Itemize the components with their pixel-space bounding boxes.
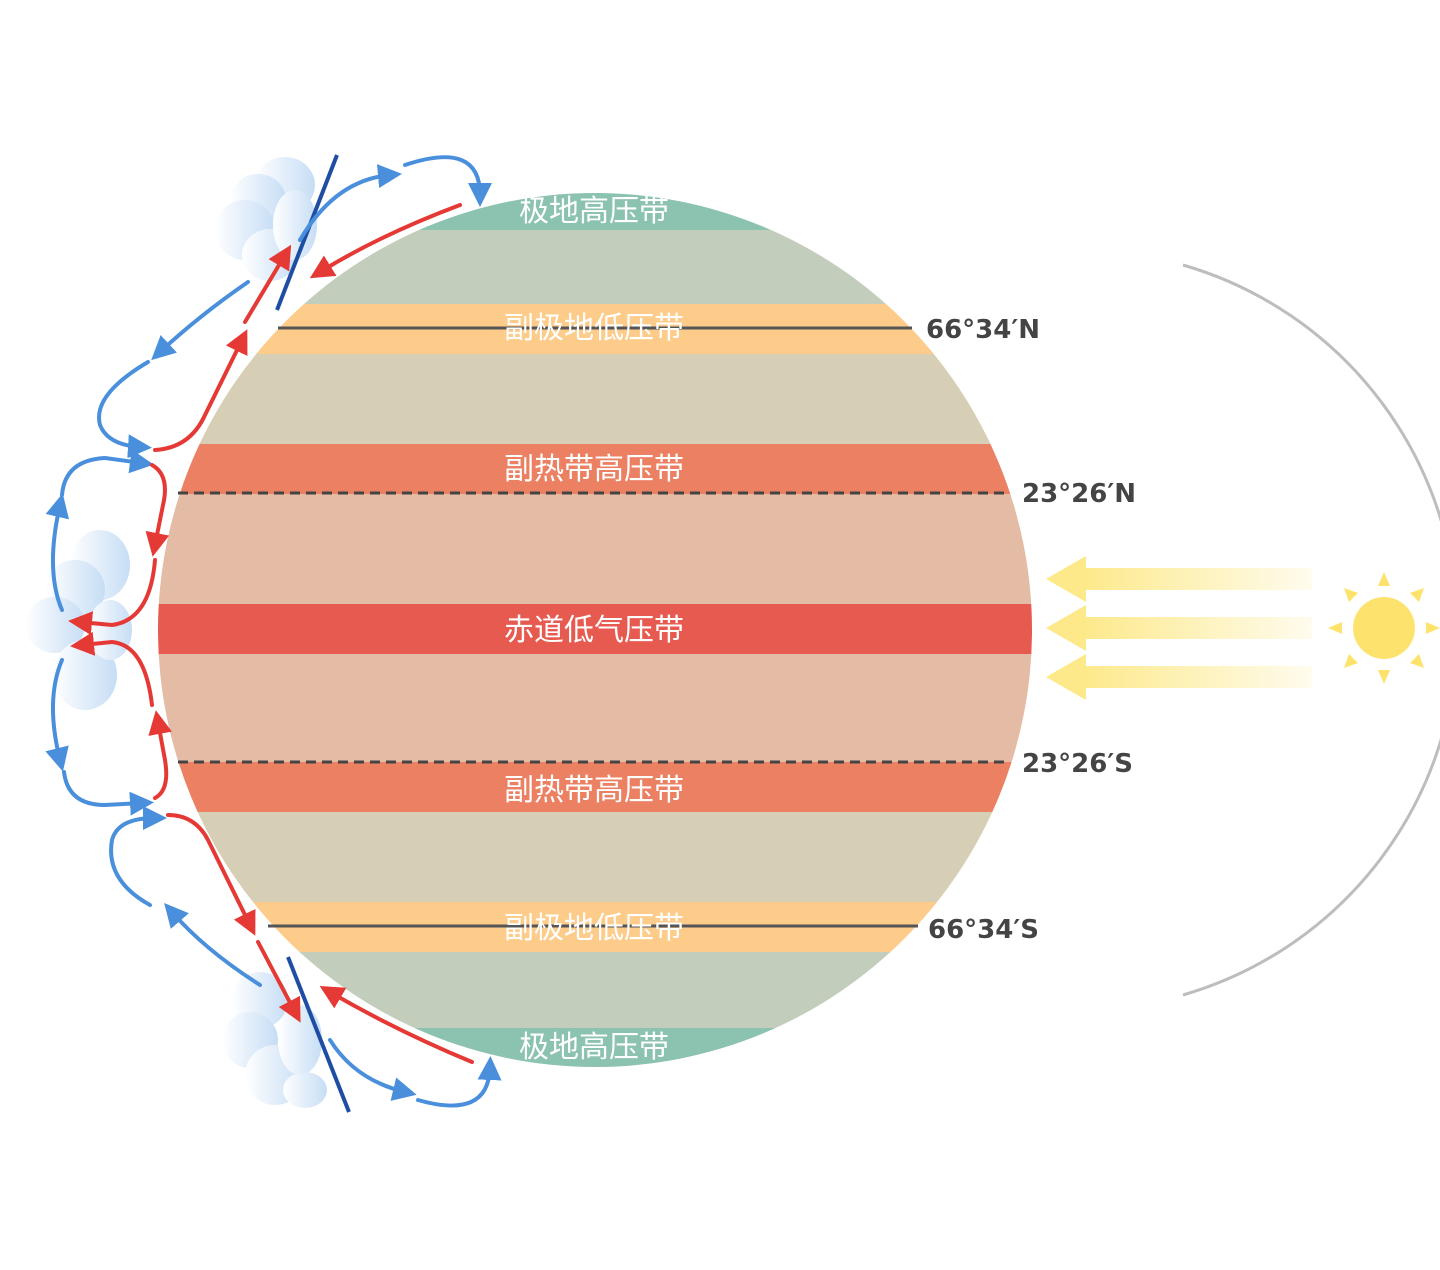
south-polar-cell: [319, 985, 502, 1108]
orbit-arc: [1182, 263, 1440, 997]
south-hadley-cell: [45, 631, 172, 816]
sinking-air-arrow: [403, 155, 492, 207]
north-temperate-zone: [158, 354, 1032, 444]
sinking-air-arrow: [45, 493, 69, 612]
cloud-icon: [215, 157, 317, 281]
sinking-air-arrow: [109, 806, 167, 907]
north-tropical-zone: [158, 494, 1032, 604]
sunlight-arrow: [1046, 556, 1312, 602]
south-tropical-zone: [158, 654, 1032, 762]
equatorial-low-label: 赤道低气压带: [504, 613, 684, 648]
rising-air-arrow: [243, 244, 292, 324]
south-polar-front: [286, 956, 351, 1113]
antarctic-circle-label: 66°34′S: [928, 915, 1039, 945]
rising-air-arrow: [166, 813, 256, 936]
south-ferrel-cell: [109, 806, 301, 1023]
sun-icon: [1328, 572, 1440, 684]
south-temperate-zone: [158, 812, 1032, 902]
sunlight-arrow: [1046, 654, 1312, 700]
equatorial-low-band: [158, 604, 1032, 654]
sinking-air-arrow: [62, 770, 154, 816]
sinking-air-arrow: [416, 1056, 502, 1108]
sunlight-beams: [1046, 556, 1312, 700]
rising-air-arrow: [309, 203, 462, 279]
rising-air-arrow: [145, 463, 170, 557]
rising-air-arrow: [68, 558, 157, 636]
south-subtropical-high-label: 副热带高压带: [504, 773, 684, 808]
south-subpolar-low-label: 副极地低压带: [504, 911, 684, 946]
tropic-of-capricorn-label: 23°26′S: [1022, 749, 1133, 779]
rising-air-arrow: [70, 631, 154, 707]
rising-air-arrow: [256, 940, 301, 1023]
arctic-circle-label: 66°34′N: [926, 315, 1040, 345]
north-hadley-cell: [45, 449, 170, 636]
north-subpolar-low-label: 副极地低压带: [504, 311, 684, 346]
north-polar-front: [275, 154, 339, 311]
tropic-of-cancer-label: 23°26′N: [1022, 479, 1136, 509]
sinking-air-arrow: [164, 902, 262, 987]
sinking-air-arrow: [151, 280, 250, 361]
north-ferrel-cell: [97, 244, 292, 459]
sinking-air-arrow: [328, 1038, 417, 1101]
north-subtropical-high-label: 副热带高压带: [504, 452, 684, 487]
sinking-air-arrow: [45, 658, 69, 772]
south-polar-high-label: 极地高压带: [519, 1030, 669, 1065]
sinking-air-arrow: [60, 449, 154, 497]
north-polar-cell: [298, 155, 492, 279]
cloud-icon: [222, 972, 327, 1108]
north-subtropical-high-band: [158, 444, 1032, 494]
sinking-air-arrow: [97, 360, 152, 459]
south-subtropical-high-band: [158, 762, 1032, 812]
sinking-air-arrow: [298, 164, 402, 242]
rising-air-arrow: [148, 710, 172, 800]
sunlight-arrow: [1046, 605, 1312, 651]
rising-air-arrow: [319, 985, 474, 1064]
cloud-icon: [25, 530, 132, 710]
north-polar-high-label: 极地高压带: [519, 194, 669, 229]
rising-air-arrow: [153, 329, 248, 452]
